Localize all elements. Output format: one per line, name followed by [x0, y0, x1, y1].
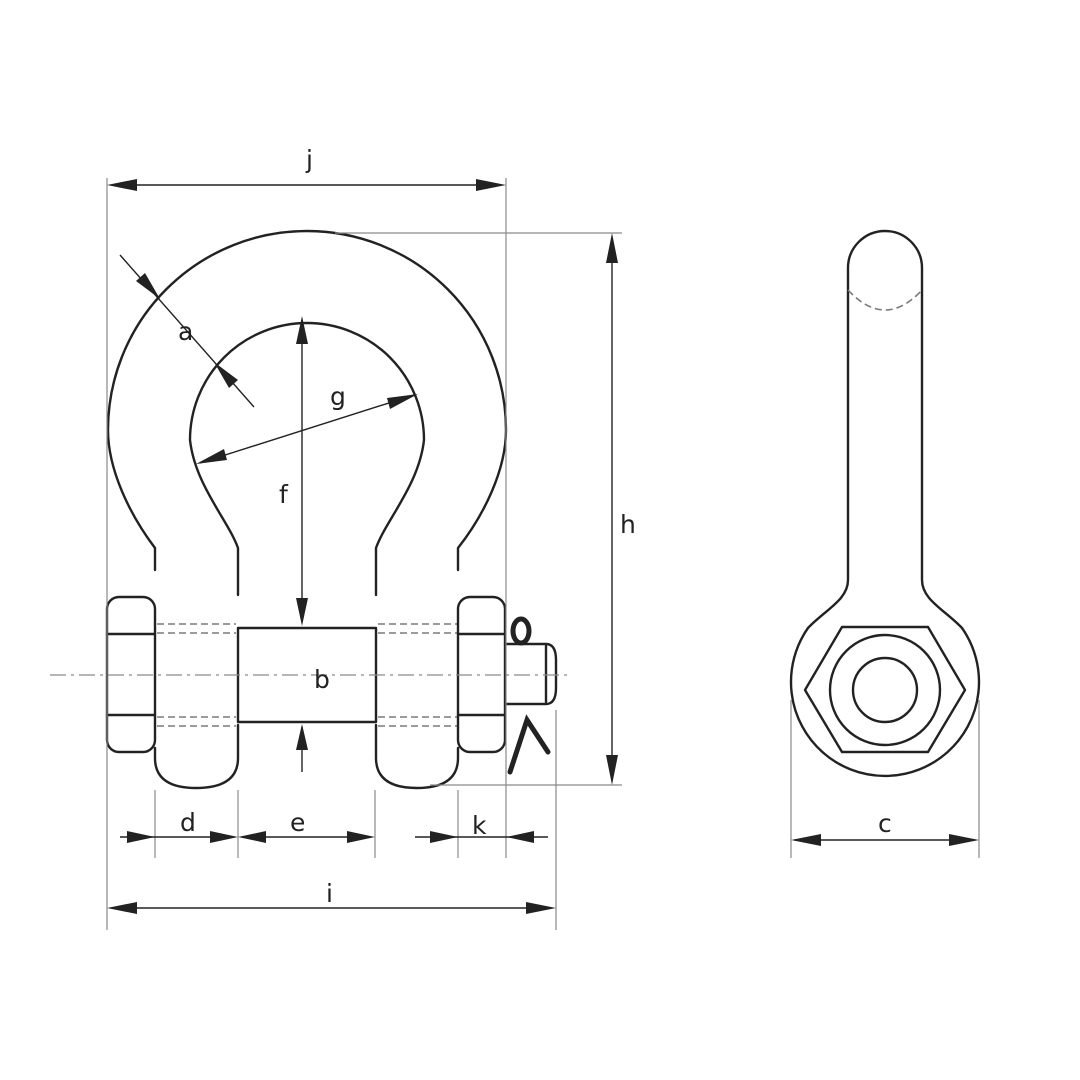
label-f: f — [279, 480, 289, 509]
side-view — [789, 229, 981, 778]
front-view — [105, 229, 558, 790]
dimension-j — [107, 179, 506, 191]
label-i: i — [326, 879, 333, 908]
cotter-pin-ring — [510, 616, 532, 646]
side-view-hidden-arc — [847, 289, 923, 311]
dimension-i — [107, 902, 556, 914]
label-k: k — [472, 811, 487, 840]
label-d: d — [180, 808, 196, 837]
dimension-f — [296, 316, 308, 626]
dimension-b — [296, 724, 308, 772]
label-c: c — [878, 809, 892, 838]
right-leg-foot — [374, 723, 460, 790]
extension-lines — [106, 178, 622, 930]
label-j: j — [305, 145, 313, 174]
cotter-pin-legs — [507, 714, 551, 775]
hex-nut-side — [803, 625, 967, 754]
label-b: b — [314, 665, 330, 694]
label-h: h — [620, 510, 636, 539]
shackle-bow-outline — [106, 229, 508, 597]
label-e: e — [290, 808, 305, 837]
pin-tip — [503, 642, 558, 706]
dimension-d — [120, 831, 238, 843]
side-view-outline — [789, 229, 981, 778]
pin-section-inner — [851, 656, 919, 724]
dimension-g — [196, 394, 418, 464]
dimension-a — [119, 254, 255, 408]
dimension-e — [238, 831, 375, 843]
dimension-labels: j a g f h b d e k c i — [178, 145, 892, 908]
label-g: g — [330, 382, 346, 411]
dimension-h — [606, 233, 618, 785]
label-a: a — [178, 317, 193, 346]
dimension-c — [790, 700, 980, 858]
dimension-k — [415, 831, 548, 843]
left-leg-foot — [153, 723, 240, 790]
pin-section-outer — [828, 633, 942, 747]
